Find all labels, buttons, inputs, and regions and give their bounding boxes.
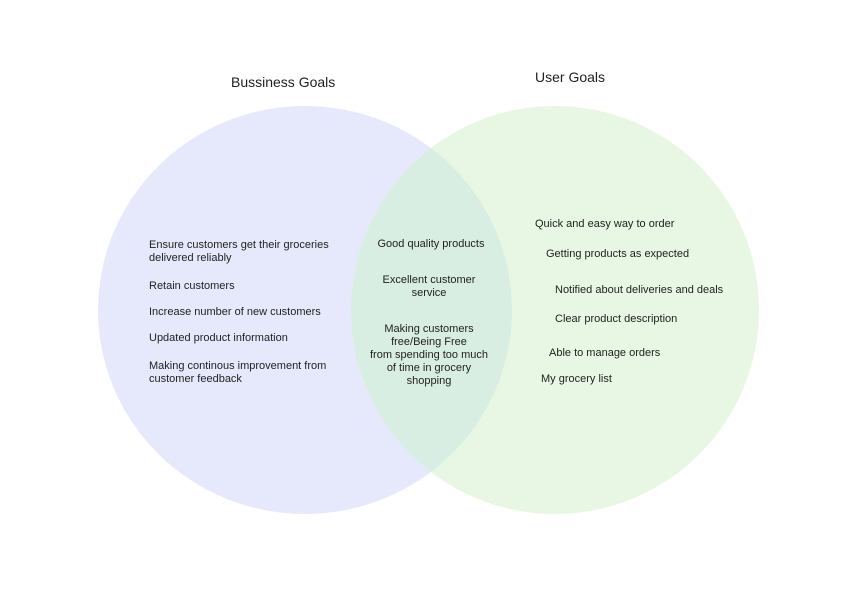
user-goal-item: Clear product description [555, 313, 678, 325]
business-goals-title: Bussiness Goals [231, 74, 336, 90]
user-goal-item: Notified about deliveries and deals [555, 284, 724, 296]
user-goal-item: My grocery list [541, 373, 612, 385]
business-goal-item: Ensure customers get their groceries del… [149, 239, 329, 264]
shared-goal-item: Good quality products [377, 238, 485, 250]
overlap-region [351, 106, 512, 514]
business-goal-item: Retain customers [149, 280, 235, 292]
business-goal-item: Making continous improvement from custom… [149, 360, 327, 385]
user-goal-item: Getting products as expected [546, 248, 690, 260]
user-goals-title: User Goals [535, 69, 606, 85]
business-goal-item: Updated product information [149, 332, 288, 344]
shared-goal-item: Excellent customer service [382, 274, 476, 299]
user-goal-item: Able to manage orders [549, 347, 661, 359]
business-goal-item: Increase number of new customers [149, 306, 321, 318]
shared-goal-item: Making customers free/Being Free from sp… [369, 323, 488, 387]
user-goal-item: Quick and easy way to order [535, 218, 675, 230]
